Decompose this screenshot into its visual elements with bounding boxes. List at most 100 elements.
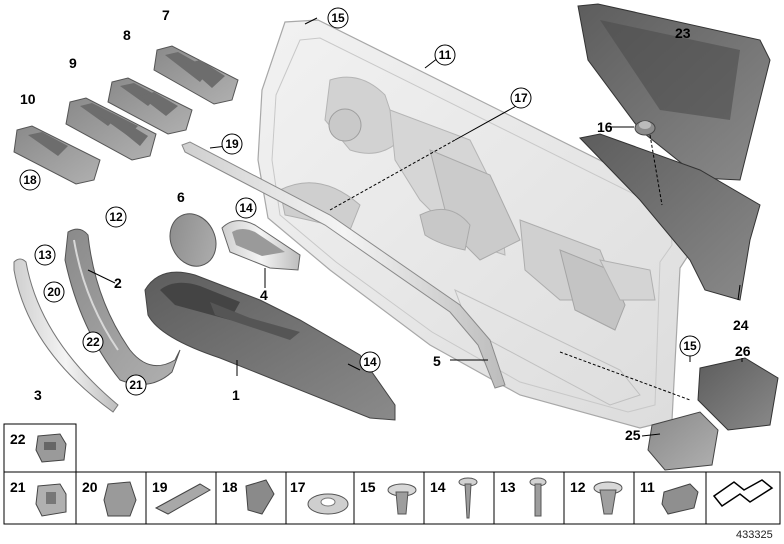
svg-text:25: 25 — [625, 427, 641, 443]
bracket-icon — [647, 357, 779, 471]
callout-12: 12 — [105, 206, 127, 228]
callout-15-top: 15 — [327, 7, 349, 29]
svg-text:18: 18 — [23, 173, 37, 187]
clip-icon — [35, 433, 67, 463]
svg-text:17: 17 — [290, 479, 306, 495]
legend-label-17: 17 — [290, 479, 306, 495]
leader-lines — [87, 17, 743, 437]
svg-text:9: 9 — [69, 55, 77, 71]
legend-label-15: 15 — [360, 479, 376, 495]
screw-icon — [529, 477, 547, 517]
callout-19: 19 — [221, 133, 243, 155]
svg-text:14: 14 — [239, 201, 253, 215]
speaker-cover-icon — [169, 213, 217, 267]
svg-text:12: 12 — [109, 210, 123, 224]
svg-text:17: 17 — [514, 91, 528, 105]
callout-1: 1 — [232, 387, 240, 403]
svg-text:24: 24 — [733, 317, 749, 333]
svg-text:11: 11 — [439, 48, 452, 62]
svg-text:10: 10 — [20, 91, 36, 107]
svg-text:18: 18 — [222, 479, 238, 495]
svg-text:26: 26 — [735, 343, 751, 359]
callout-9: 9 — [69, 55, 77, 71]
screw-icon — [458, 477, 478, 519]
callout-3: 3 — [34, 387, 42, 403]
clip-icon — [661, 483, 699, 515]
insulation-mat-icon — [577, 3, 771, 181]
legend-label-19: 19 — [152, 479, 168, 495]
legend-label-13: 13 — [500, 479, 516, 495]
svg-text:7: 7 — [162, 7, 170, 23]
svg-text:21: 21 — [10, 479, 26, 495]
callout-26: 26 — [735, 343, 751, 359]
insulation-mat-icon — [579, 133, 761, 301]
callout-2: 2 — [114, 275, 122, 291]
callout-22: 22 — [82, 331, 104, 353]
callout-10: 10 — [20, 91, 36, 107]
svg-text:20: 20 — [47, 285, 61, 299]
callout-25: 25 — [625, 427, 641, 443]
legend-label-20: 20 — [82, 479, 98, 495]
svg-text:23: 23 — [675, 25, 691, 41]
callout-5: 5 — [433, 353, 441, 369]
callout-14-armrest: 14 — [359, 351, 381, 373]
svg-text:22: 22 — [86, 335, 100, 349]
svg-text:15: 15 — [360, 479, 376, 495]
callout-6: 6 — [177, 189, 185, 205]
svg-text:14: 14 — [363, 355, 377, 369]
clip-icon — [35, 483, 67, 517]
callout-11: 11 — [434, 44, 456, 66]
callout-20: 20 — [43, 281, 65, 303]
svg-text:15: 15 — [331, 11, 345, 25]
legend-label-22: 22 — [10, 431, 26, 447]
callout-24: 24 — [733, 317, 749, 333]
clip-icon — [245, 479, 275, 515]
callout-8: 8 — [123, 27, 131, 43]
callout-17: 17 — [510, 87, 532, 109]
svg-text:1: 1 — [232, 387, 240, 403]
svg-text:4: 4 — [260, 287, 268, 303]
nut-icon — [634, 120, 656, 136]
armrest-icon — [144, 271, 396, 421]
callout-14-handle: 14 — [235, 197, 257, 219]
door-panel-icon — [257, 19, 696, 429]
svg-text:5: 5 — [433, 353, 441, 369]
legend-label-12: 12 — [570, 479, 586, 495]
clip-icon — [103, 481, 137, 517]
svg-text:14: 14 — [430, 479, 446, 495]
legend-label-21: 21 — [10, 479, 26, 495]
callout-21: 21 — [125, 374, 147, 396]
switch-block-icon — [13, 45, 239, 185]
callout-15-bottom: 15 — [679, 335, 701, 357]
svg-text:433325: 433325 — [736, 529, 773, 541]
svg-text:19: 19 — [152, 479, 168, 495]
svg-text:6: 6 — [177, 189, 185, 205]
direction-arrow-icon — [712, 479, 774, 508]
legend-label-18: 18 — [222, 479, 238, 495]
callout-4: 4 — [260, 287, 268, 303]
svg-text:22: 22 — [10, 431, 26, 447]
svg-text:12: 12 — [570, 479, 586, 495]
svg-text:21: 21 — [129, 378, 143, 392]
svg-text:2: 2 — [114, 275, 122, 291]
legend-label-11: 11 — [640, 479, 655, 495]
callout-23: 23 — [675, 25, 691, 41]
svg-text:15: 15 — [683, 339, 697, 353]
trim-strip-icon — [181, 141, 506, 389]
legend-label-14: 14 — [430, 479, 446, 495]
document-number: 433325 — [736, 529, 773, 541]
svg-text:16: 16 — [597, 119, 613, 135]
clip-icon — [593, 481, 623, 515]
clip-icon — [387, 483, 417, 515]
svg-text:11: 11 — [640, 479, 655, 495]
svg-text:13: 13 — [500, 479, 516, 495]
callout-18: 18 — [19, 169, 41, 191]
callout-13: 13 — [34, 244, 56, 266]
svg-text:20: 20 — [82, 479, 98, 495]
svg-text:3: 3 — [34, 387, 42, 403]
svg-text:13: 13 — [38, 248, 52, 262]
callout-7: 7 — [162, 7, 170, 23]
nut-icon — [307, 493, 349, 515]
door-handle-icon — [221, 220, 301, 271]
